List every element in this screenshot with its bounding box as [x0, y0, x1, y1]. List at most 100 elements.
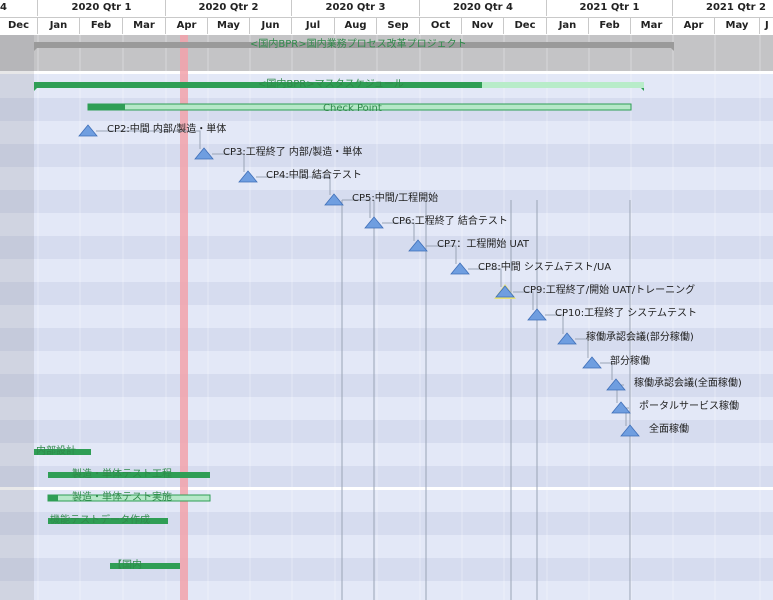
milestone-label: CP2:中間 内部/製造・単体 [107, 124, 227, 135]
row-band [0, 397, 773, 420]
row-band [0, 581, 773, 600]
month-cell: Dec [0, 18, 38, 34]
milestone-marker [557, 332, 577, 345]
milestone-marker [78, 124, 98, 137]
milestone-label: 部分稼働 [610, 356, 650, 367]
dependency-link [600, 362, 613, 380]
row-band [0, 420, 773, 443]
month-cell: Dec [504, 18, 547, 34]
task-bar-label: 製造・単体テスト実施 [72, 492, 172, 503]
row-separator [0, 487, 773, 490]
milestone-marker [194, 147, 214, 160]
row-band [0, 167, 773, 190]
month-cell: Mar [631, 18, 673, 34]
dependency-link [212, 153, 245, 172]
dependency-link [575, 338, 589, 358]
milestone-label: CP10:工程終了 システムテスト [555, 308, 697, 319]
today-line [180, 35, 188, 600]
row-band [0, 305, 773, 328]
dependency-link [468, 268, 502, 287]
milestone-marker [238, 170, 258, 183]
row-band [0, 466, 773, 489]
quarter-cell: 2020 Qtr 3 [292, 0, 420, 16]
month-cell: Nov [462, 18, 504, 34]
dependency-link [382, 222, 415, 241]
milestone-marker [495, 285, 515, 298]
milestone-label: CP4:中間 結合テスト [266, 170, 362, 181]
milestone-label: CP9:工程終了/開始 UAT/トレーニング [523, 285, 696, 296]
project-summary-bar [34, 42, 674, 48]
milestone-marker [527, 308, 547, 321]
month-cell: Jan [38, 18, 80, 34]
month-cell: Feb [589, 18, 631, 34]
month-cell: Jan [547, 18, 589, 34]
month-cell: May [715, 18, 760, 34]
milestone-marker [450, 262, 470, 275]
task-bar [48, 518, 168, 524]
milestone-label: ポータルサービス稼働 [639, 401, 739, 412]
milestone-label: 全面稼働 [649, 424, 689, 435]
task-bar-label: 【国内 [112, 560, 142, 571]
milestone-label: CP6:工程終了 結合テスト [392, 216, 508, 227]
row-separator [0, 71, 773, 74]
month-cell: May [208, 18, 250, 34]
milestone-marker [611, 401, 631, 414]
month-cell: Sep [377, 18, 420, 34]
row-band [0, 443, 773, 466]
task-bar-label: 製造・単体テスト工程 [72, 469, 172, 480]
quarter-cell: 2020 Qtr 2 [166, 0, 292, 16]
milestone-marker [620, 424, 640, 437]
dependency-link [96, 130, 201, 149]
task-bar [110, 563, 180, 569]
milestone-marker [364, 216, 384, 229]
dependency-link [545, 314, 564, 334]
project-summary-label: <国内BPR>国内業務プロセス改革プロジェクト [250, 39, 467, 50]
quarter-cell: 4 [0, 0, 38, 16]
row-band [0, 328, 773, 351]
row-band [0, 535, 773, 558]
master-summary-label: <国内BPR>マスタスケジュール [258, 79, 404, 90]
project-row-band [0, 35, 773, 73]
task-bar [48, 472, 210, 478]
dependency-link [513, 291, 534, 310]
row-band [0, 190, 773, 213]
month-cell: Oct [420, 18, 462, 34]
month-cell: Aug [335, 18, 377, 34]
milestone-label: CP5:中間/工程開始 [352, 193, 439, 204]
month-cell: J [760, 18, 773, 34]
checkpoint-summary-label: Check Point [323, 103, 382, 114]
row-band [0, 213, 773, 236]
row-band [0, 121, 773, 144]
milestone-label: CP8:中間 システムテスト/UA [478, 262, 612, 273]
milestone-marker [582, 356, 602, 369]
master-summary-progress [34, 82, 482, 88]
row-band [0, 144, 773, 167]
row-band [0, 374, 773, 397]
dependency-link [342, 199, 371, 218]
milestone-marker [324, 193, 344, 206]
row-band [0, 512, 773, 535]
month-cell: Mar [123, 18, 166, 34]
task-bar-label: 内部設計 [36, 446, 76, 457]
row-band [0, 236, 773, 259]
task-bar-progress [48, 495, 58, 501]
row-band [0, 259, 773, 282]
row-band [0, 351, 773, 374]
quarter-cell: 2020 Qtr 1 [38, 0, 166, 16]
month-cell: Apr [166, 18, 208, 34]
checkpoint-summary-progress [88, 104, 125, 110]
task-bar-label: 機能テストデータ作成 [50, 515, 150, 526]
row-band [0, 558, 773, 581]
month-cell: Apr [673, 18, 715, 34]
task-bar [34, 449, 91, 455]
milestone-marker [606, 378, 626, 391]
milestone-label: 稼働承認会議(全面稼働) [634, 378, 742, 389]
quarter-cell: 2021 Qtr 1 [547, 0, 673, 16]
row-band [0, 282, 773, 305]
quarter-cell: 2021 Qtr 2 [673, 0, 773, 16]
pre-project-shade [0, 35, 34, 600]
